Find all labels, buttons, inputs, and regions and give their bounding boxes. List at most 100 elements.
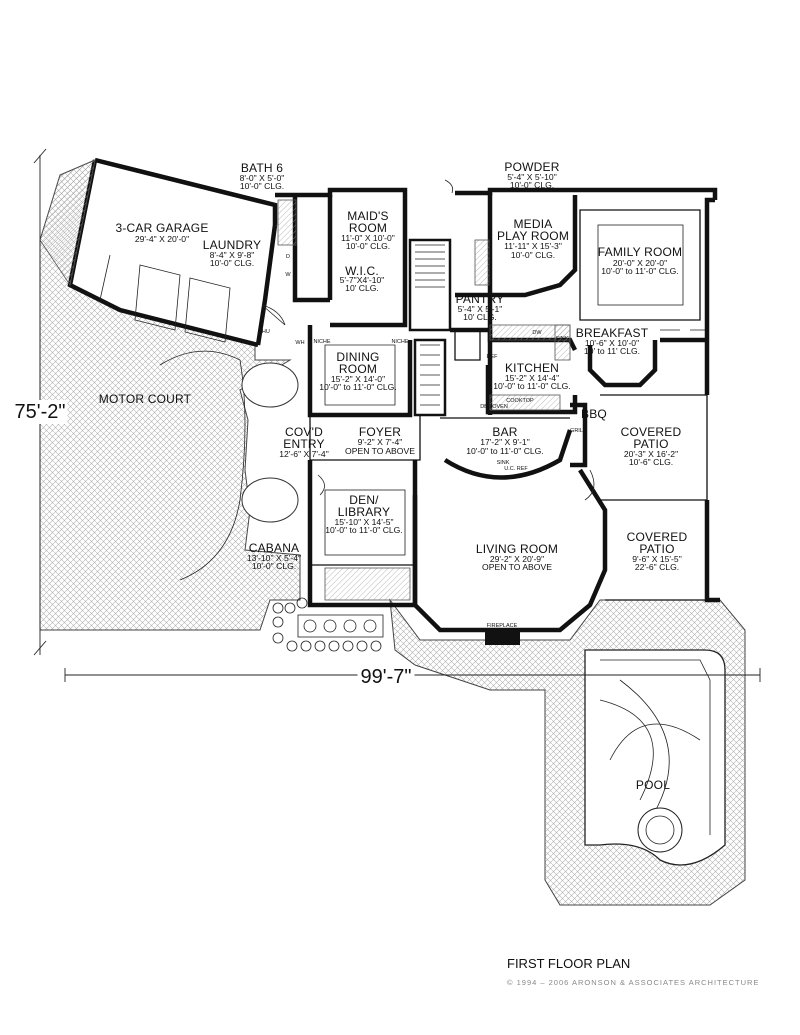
laundry-ceiling: 10'-0" CLG. [210, 258, 254, 268]
depth-dimension: 75'-2" [15, 401, 66, 423]
media-name-1: MEDIA [513, 217, 552, 231]
staircase [415, 244, 445, 406]
sink-label: SINK [556, 336, 569, 342]
bath6-size: 8'-0" X 5'-0" [240, 173, 285, 183]
cooktop-counter [489, 394, 561, 411]
maids-name-1: MAID'S [347, 209, 389, 223]
dw-label: DW [532, 330, 542, 336]
kitchen-name: KITCHEN [505, 361, 559, 375]
foyer-note: OPEN TO ABOVE [345, 446, 415, 456]
niche-label-1: NICHE [313, 339, 330, 345]
washer-label: W [285, 272, 291, 278]
family-size: 20'-0" X 20'-0" [613, 258, 667, 268]
ahu-label: AHU [258, 329, 270, 335]
house-walls [275, 187, 720, 633]
den-name-1: DEN/ [349, 493, 379, 507]
living-name: LIVING ROOM [476, 542, 558, 556]
covered-patio-1-name-2: PATIO [633, 437, 668, 451]
living-note: OPEN TO ABOVE [482, 562, 552, 572]
niche-label-2: NICHE [391, 339, 408, 345]
pool-deck-paving [389, 598, 746, 906]
wic-ceiling: 10' CLG. [345, 283, 379, 293]
bath6-ceiling: 10'-0" CLG. [240, 181, 284, 191]
breakfast-name: BREAKFAST [576, 326, 649, 340]
bar-name: BAR [492, 425, 517, 439]
covd-entry-name-2: ENTRY [283, 437, 324, 451]
dryer-label: D [286, 254, 290, 260]
pantry-ceiling: 10' CLG. [463, 312, 497, 322]
room-labels: BATH 6 8'-0" X 5'-0" 10'-0" CLG. POWDER … [99, 160, 688, 792]
garage-walls [39, 157, 278, 348]
media-ceiling: 10'-0" CLG. [511, 250, 555, 260]
copyright: © 1994 – 2006 ARONSON & ASSOCIATES ARCHI… [507, 978, 759, 987]
covered-patio-2-size: 9'-6" X 15'-5" [632, 554, 682, 564]
wic-name: W.I.C. [345, 264, 379, 278]
maids-name-2: ROOM [349, 221, 387, 235]
den-size: 15'-10" X 14'-5" [334, 517, 393, 527]
pantry-name: PANTRY [456, 292, 505, 306]
width-dimension-backing [357, 665, 415, 689]
ref-label: REF [487, 354, 499, 360]
media-size: 11'-11" X 15'-3" [504, 241, 562, 251]
bar-ceiling: 10'-0" to 11'-0" CLG. [466, 446, 544, 456]
media-name-2: PLAY ROOM [497, 229, 569, 243]
motor-court-paving [39, 159, 301, 631]
bath-tile [277, 199, 297, 246]
covd-entry-name-1: COV'D [285, 425, 323, 439]
bath6-name: BATH 6 [241, 161, 283, 175]
cooktop-label: COOKTOP [506, 398, 534, 404]
dining-name-2: ROOM [339, 362, 377, 376]
dining-ceiling: 10'-0" to 11'-0" CLG. [319, 382, 397, 392]
wh-label: WH [295, 340, 304, 346]
covd-entry-size: 12'-6" X 7'-4" [279, 449, 329, 459]
width-dimension: 99'-7" [361, 666, 412, 688]
covered-patio-2-name-2: PATIO [639, 542, 674, 556]
powder-tile [474, 239, 490, 286]
powder-name: POWDER [504, 160, 559, 174]
bar-size: 17'-2" X 9'-1" [480, 437, 530, 447]
covered-patio-2-name-1: COVERED [627, 530, 688, 544]
doors [261, 179, 705, 501]
den-ceiling: 10'-0" to 11'-0" CLG. [325, 525, 403, 535]
kitchen-counter-side [554, 324, 571, 361]
garage-size: 29'-4" X 20'-0" [135, 234, 189, 244]
laundry-name: LAUNDRY [203, 238, 262, 252]
landscape-planters [272, 597, 384, 652]
grill-label: GRILL [570, 428, 586, 434]
maids-ceiling: 10'-0" CLG. [346, 241, 390, 251]
powder-size: 5'-4" X 5'-10" [507, 172, 557, 182]
cabana-size: 13'-10" X 5'-4" [247, 553, 301, 563]
motorcourt-name: MOTOR COURT [99, 392, 192, 406]
pool-name: POOL [636, 778, 670, 792]
covered-patio-1-ceiling: 10'-6" CLG. [629, 457, 673, 467]
covered-patio-1-size: 20'-3" X 16'-2" [624, 449, 678, 459]
kitchen-ceiling: 10'-0" to 11'-0" CLG. [493, 381, 571, 391]
dining-size: 15'-2" X 14'-0" [331, 374, 385, 384]
bbq-name: BBQ [581, 407, 607, 421]
cabana-bath-tile [324, 567, 411, 601]
cabana-name: CABANA [249, 541, 300, 555]
powder-ceiling: 10'-0" CLG. [510, 180, 554, 190]
garage-name: 3-CAR GARAGE [115, 221, 208, 235]
pool-basin [584, 649, 726, 866]
kitchen-size: 15'-2" X 14'-4" [505, 373, 559, 383]
breakfast-ceiling: 10' to 11' CLG. [584, 346, 640, 356]
family-name: FAMILY ROOM [598, 245, 682, 259]
covered-patio-2-ceiling: 22'-6" CLG. [635, 562, 679, 572]
den-name-2: LIBRARY [338, 505, 391, 519]
foyer-size: 9'-2" X 7'-4" [358, 437, 403, 447]
uc-ref-label: U.C. REF [504, 466, 528, 472]
laundry-size: 8'-4" X 9'-8" [210, 250, 255, 260]
fixture-labels: FIREPLACE COOKTOP DW SINK REF AHU WH NIC… [258, 254, 586, 629]
maids-size: 11'-0" X 10'-0" [341, 233, 395, 243]
wic-size: 5'-7"X4'-10" [340, 275, 385, 285]
cabana-ceiling: 10'-0" CLG. [252, 561, 296, 571]
family-ceiling: 10'-0" to 11'-0" CLG. [601, 266, 679, 276]
pantry-size: 5'-4" X 5'-1" [458, 304, 503, 314]
foyer-name: FOYER [359, 425, 401, 439]
breakfast-size: 10'-6" X 10'-0" [585, 338, 639, 348]
fireplace-label: FIREPLACE [487, 623, 518, 629]
oven-label: DBL OVEN [480, 404, 508, 410]
